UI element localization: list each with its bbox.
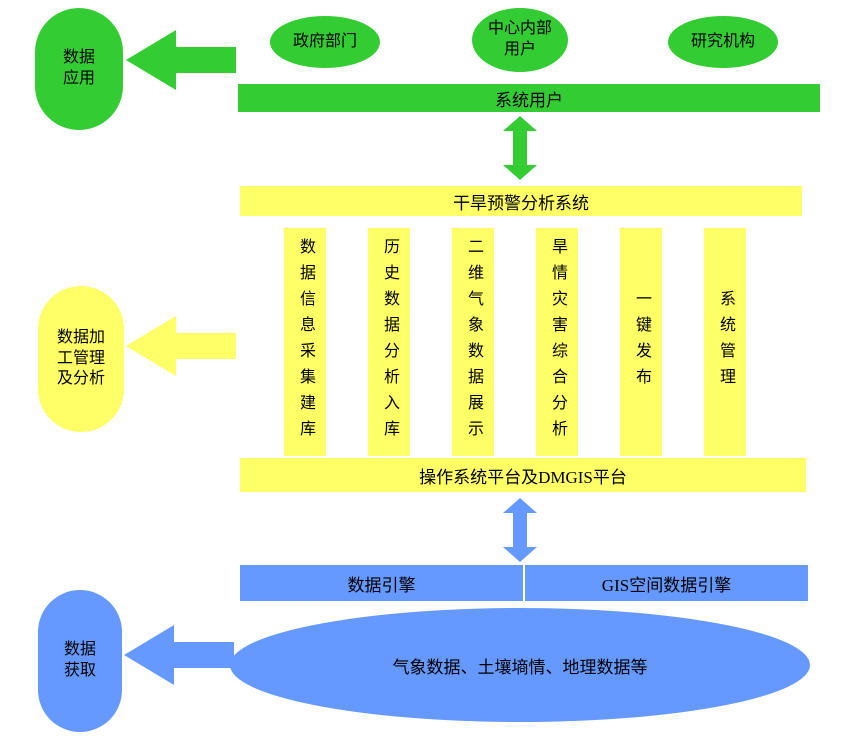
bar-data-engine-label: 数据引擎 [347,575,416,595]
bar-os-dmgis-platform-label: 操作系统平台及DMGIS平台 [419,467,627,487]
node-data-sources-label: 气象数据、土壤墒情、地理数据等 [392,657,648,677]
bar-system-users-label: 系统用户 [495,90,563,110]
bar-os-dmgis-platform: 操作系统平台及DMGIS平台 [240,458,806,492]
module-one-click-publish: 一键发布 [620,228,662,456]
module-system-management: 系统管理 [704,228,746,456]
bar-gis-spatial-data-engine: GIS空间数据引擎 [525,565,808,601]
module-data-collection-label: 数据信息采集建库 [297,238,314,446]
bar-drought-analysis-system: 干旱预警分析系统 [240,186,802,216]
arrow-left-blue-shape [124,625,234,685]
module-drought-disaster-analysis-label: 旱情灾害综合分析 [549,238,566,446]
node-center-internal-users-label: 中心内部 用户 [487,20,552,58]
module-historical-data-label: 历史数据分析入库 [381,238,398,446]
module-drought-disaster-analysis: 旱情灾害综合分析 [536,228,578,456]
arrow-vertical-blue-shape [503,498,537,562]
arrow-vertical-green-shape [503,116,537,180]
arrow-left-yellow-icon [126,316,236,376]
node-data-acquisition: 数据 获取 [38,590,122,732]
module-2d-meteorological-display: 二维气象数据展示 [452,228,494,456]
bar-drought-analysis-system-label: 干旱预警分析系统 [453,193,589,213]
node-data-application: 数据 应用 [35,8,123,130]
bar-data-engine: 数据引擎 [240,565,523,601]
module-historical-data: 历史数据分析入库 [368,228,410,456]
module-2d-meteorological-display-label: 二维气象数据展示 [465,238,482,446]
bar-gis-spatial-data-engine-label: GIS空间数据引擎 [601,575,732,595]
node-data-processing-management: 数据加 工管理 及分析 [38,286,124,432]
node-data-processing-management-label: 数据加 工管理 及分析 [56,328,105,388]
module-data-collection: 数据信息采集建库 [284,228,326,456]
node-government-departments-label: 政府部门 [292,32,357,50]
arrow-left-green-icon [126,30,236,90]
arrow-left-green-shape [126,30,236,90]
node-center-internal-users: 中心内部 用户 [472,8,568,72]
node-research-institutions: 研究机构 [668,16,778,68]
node-data-acquisition-label: 数据 获取 [63,641,96,679]
node-data-application-label: 数据 应用 [62,49,95,87]
arrow-vertical-blue-icon [503,498,537,562]
arrow-left-yellow-shape [126,316,236,376]
module-one-click-publish-label: 一键发布 [633,290,650,394]
node-data-sources: 气象数据、土壤墒情、地理数据等 [230,608,810,722]
arrow-left-blue-icon [124,625,234,685]
bar-system-users: 系统用户 [238,84,820,112]
node-government-departments: 政府部门 [270,16,380,68]
module-system-management-label: 系统管理 [717,290,734,394]
arrow-vertical-green-icon [503,116,537,180]
node-research-institutions-label: 研究机构 [690,32,755,50]
